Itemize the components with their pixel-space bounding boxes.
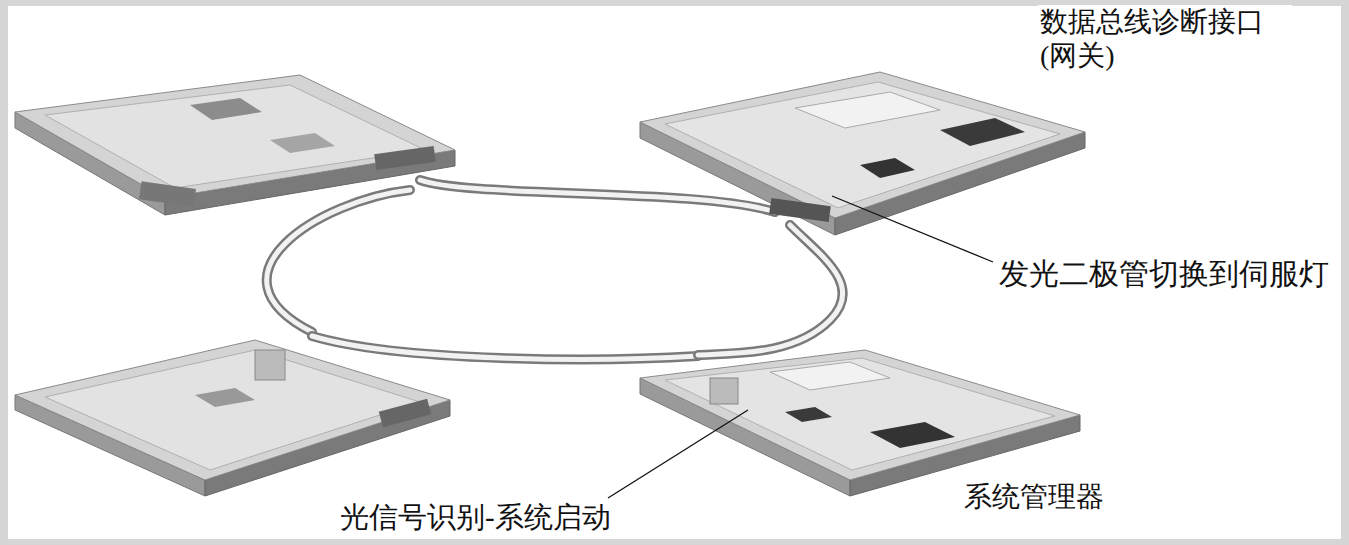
- control-unit: [640, 72, 1085, 235]
- fiber-connector: [698, 225, 843, 355]
- control-unit: [15, 75, 455, 215]
- control-unit: [640, 350, 1080, 496]
- callout-label: 光信号识别-系统启动: [338, 500, 613, 535]
- callout-label: 发光二极管切换到伺服灯: [997, 256, 1331, 292]
- leader-line: [608, 410, 748, 498]
- unit-heading: 系统管理器: [962, 480, 1166, 514]
- unit-heading: 数据总线诊断接口 (网关): [1038, 5, 1292, 72]
- control-unit-node: 数据总线诊断接口 (网关): [640, 75, 1085, 225]
- leader-line: [832, 196, 993, 262]
- fiber-ring: [267, 180, 775, 359]
- fiber-core: [698, 225, 843, 355]
- fiber-outline: [698, 225, 843, 355]
- control-unit-node: 系统管理器: [640, 355, 1080, 480]
- control-unit: [15, 340, 450, 496]
